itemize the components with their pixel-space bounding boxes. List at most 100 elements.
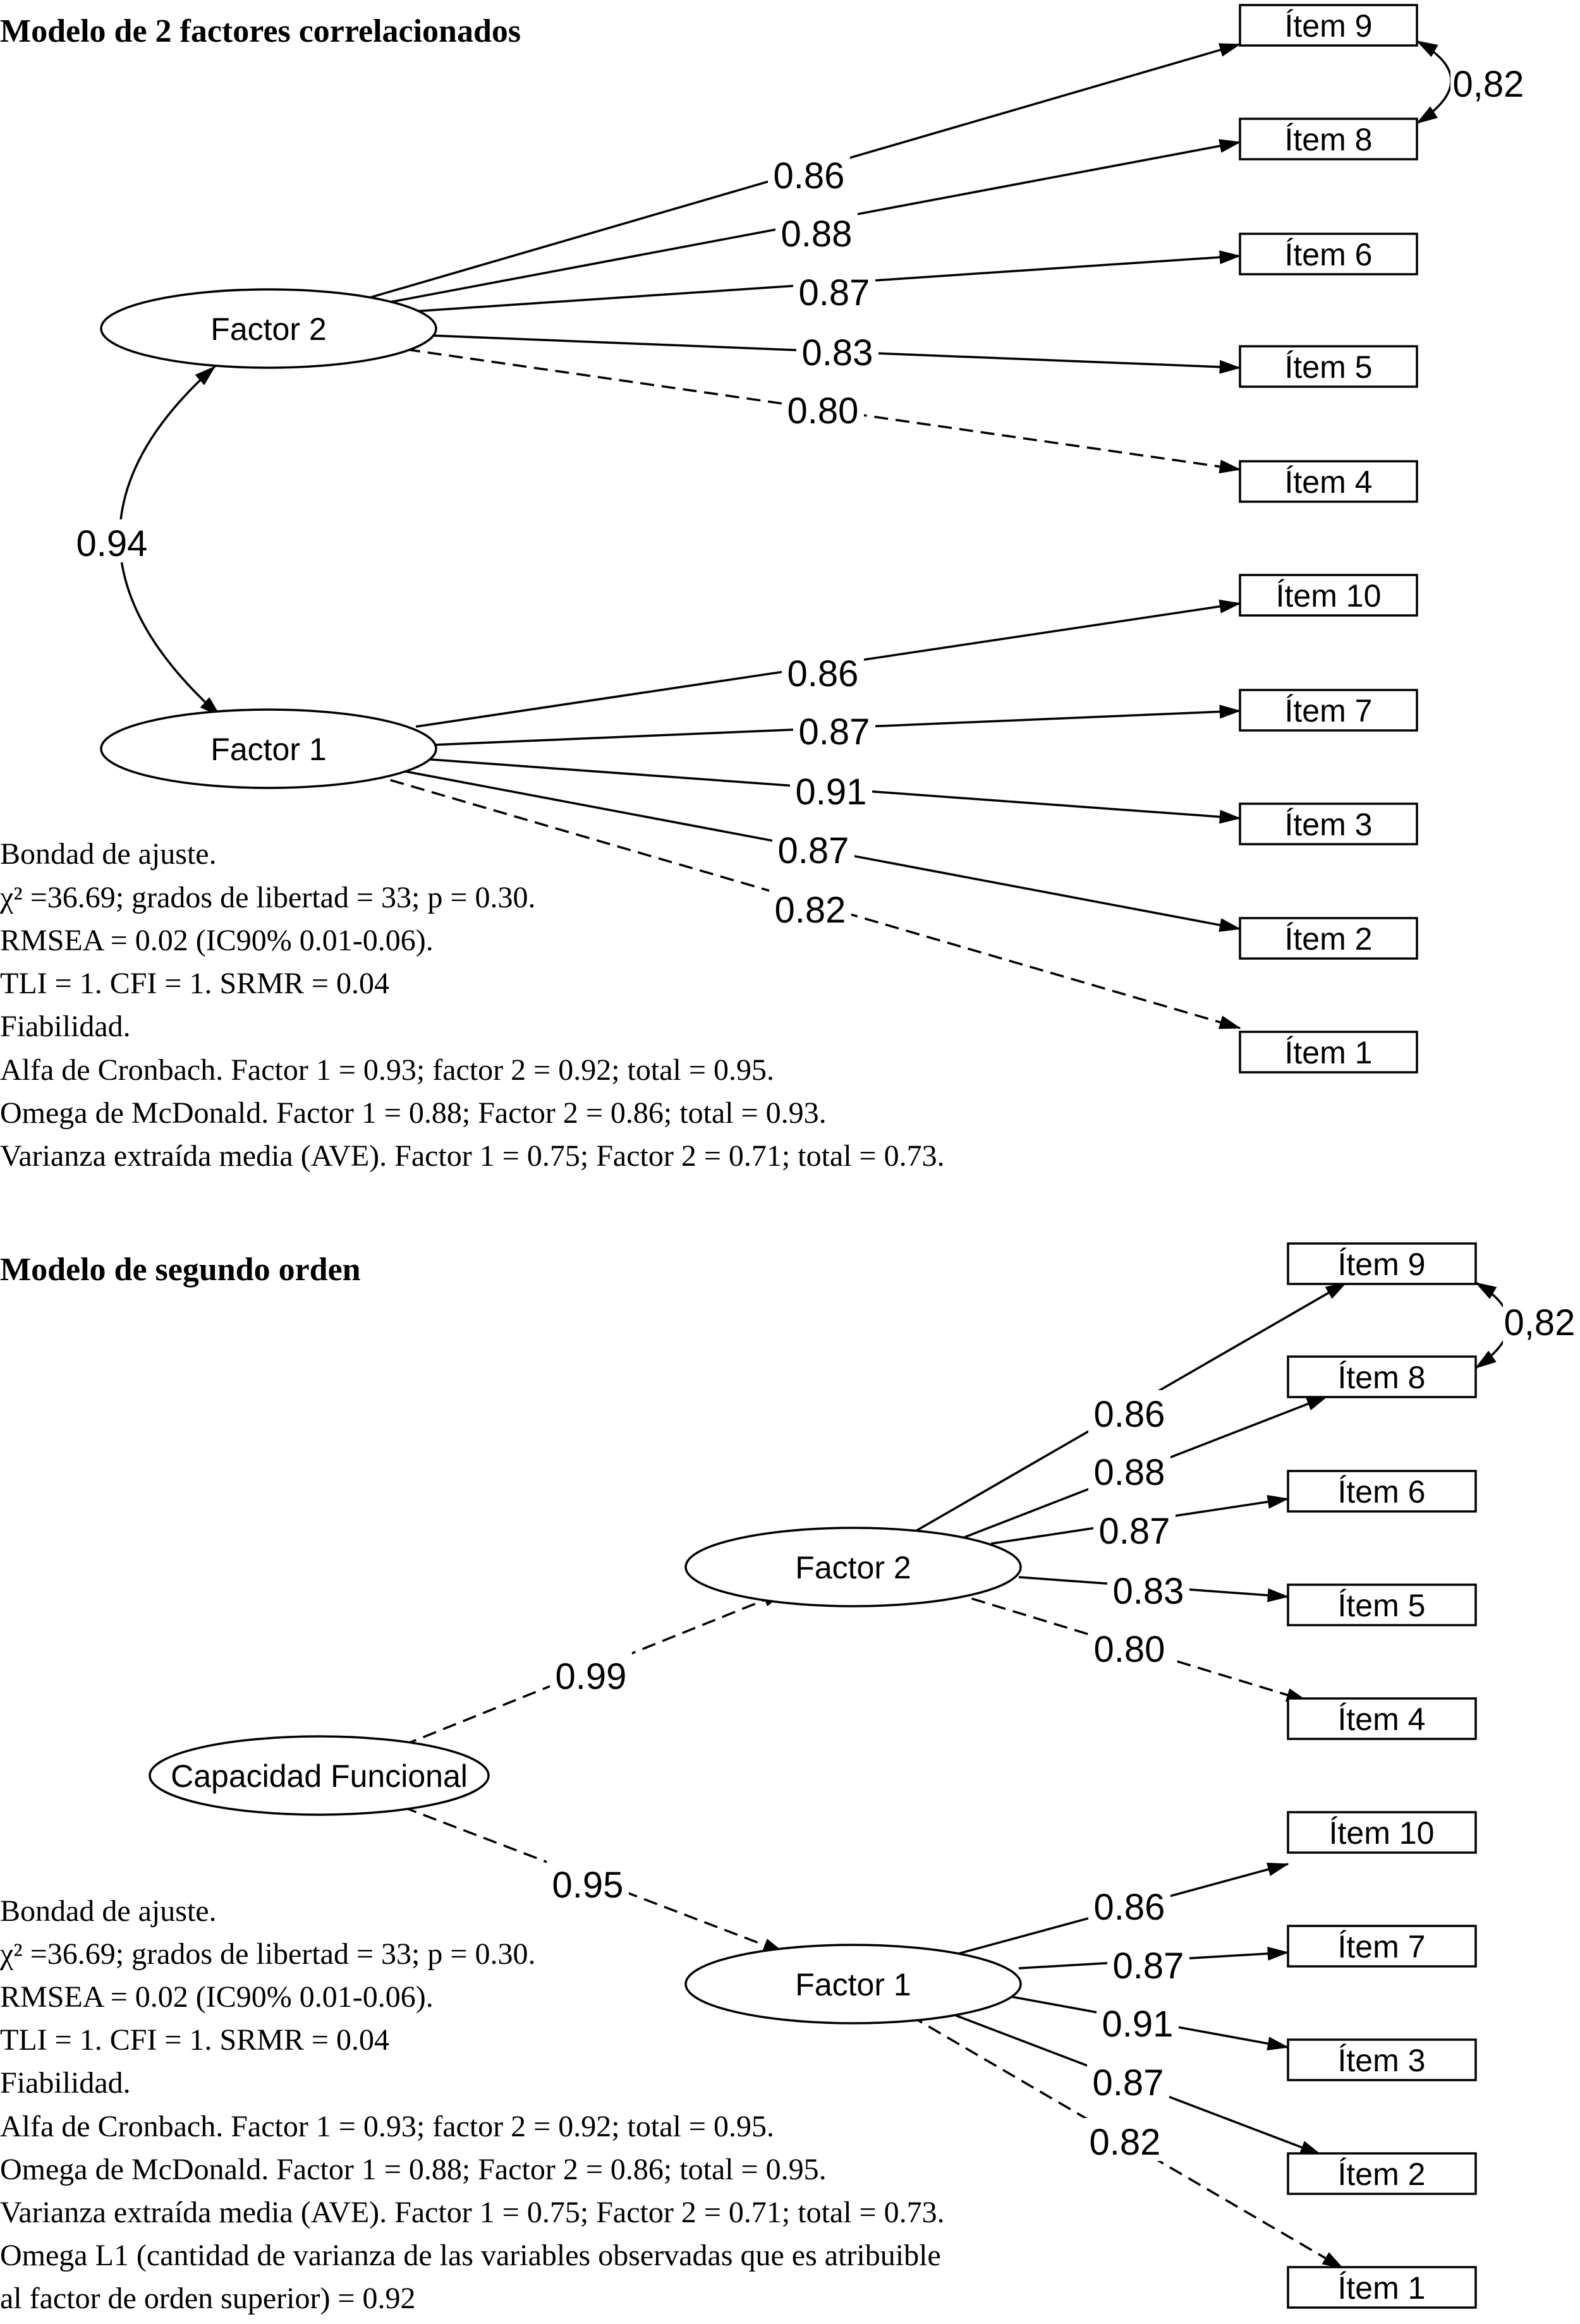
coefficient-label: 0.86 <box>1088 1883 1170 1928</box>
item-box: Ítem 9 <box>1287 1242 1477 1285</box>
loading-path-f1-item1 <box>909 2014 1344 2270</box>
svg-text:0.86: 0.86 <box>1094 1394 1165 1435</box>
svg-text:0.87: 0.87 <box>1113 1946 1184 1987</box>
coefficient-label: 0.87 <box>1093 1507 1176 1552</box>
item-box: Ítem 5 <box>1287 1583 1477 1626</box>
item-box: Ítem 1 <box>1239 1031 1418 1074</box>
coefficient-label: 0.82 <box>1084 2118 1166 2163</box>
coefficient-label: 0.87 <box>793 708 875 753</box>
svg-text:0.87: 0.87 <box>778 830 849 871</box>
item-label: Ítem 4 <box>1338 1702 1426 1737</box>
item-label: Ítem 9 <box>1285 8 1373 44</box>
coefficient-label: 0.86 <box>1088 1390 1170 1435</box>
coefficient-label: 0.83 <box>796 329 878 373</box>
svg-text:0.87: 0.87 <box>799 272 870 313</box>
item-label: Ítem 4 <box>1285 464 1373 500</box>
item-label: Ítem 6 <box>1338 1474 1426 1510</box>
item-box: Ítem 7 <box>1239 689 1418 732</box>
item-label: Ítem 8 <box>1285 122 1373 157</box>
item-label: Ítem 8 <box>1338 1360 1426 1395</box>
svg-text:0.87: 0.87 <box>799 711 870 753</box>
residual-correlation-label: 0,82 <box>1503 1302 1579 1346</box>
item-label: Ítem 10 <box>1276 578 1382 614</box>
residual-correlation-label: 0,82 <box>1450 63 1526 106</box>
factor-1-label: Factor 1 <box>210 732 326 767</box>
higher-factor-label: Capacidad Funcional <box>171 1758 468 1794</box>
item-box: Ítem 6 <box>1239 233 1418 275</box>
svg-text:0.80: 0.80 <box>1094 1629 1165 1670</box>
item-label: Ítem 5 <box>1285 349 1373 385</box>
loading-path-f2-item4 <box>951 1591 1308 1702</box>
item-box: Ítem 4 <box>1239 460 1418 503</box>
item-box: Ítem 7 <box>1287 1925 1477 1968</box>
svg-text:0.83: 0.83 <box>802 332 873 373</box>
coefficient-label: 0.83 <box>1107 1567 1189 1612</box>
item-box: Ítem 1 <box>1287 2266 1477 2309</box>
item-box: Ítem 6 <box>1287 1470 1477 1513</box>
item-box: Ítem 8 <box>1287 1355 1477 1398</box>
item-box: Ítem 3 <box>1287 2038 1477 2081</box>
item-label: Ítem 10 <box>1329 1815 1435 1851</box>
svg-text:0,82: 0,82 <box>1504 1302 1576 1343</box>
item-label: Ítem 6 <box>1285 237 1373 272</box>
svg-text:0,82: 0,82 <box>1453 64 1524 105</box>
coefficient-label: 0.95 <box>547 1861 629 1906</box>
section-title: Modelo de 2 factores correlacionados <box>0 13 521 49</box>
svg-text:0.88: 0.88 <box>781 214 853 255</box>
item-label: Ítem 5 <box>1338 1588 1426 1623</box>
svg-text:0.86: 0.86 <box>774 155 845 197</box>
coefficient-label: 0.88 <box>1088 1448 1170 1493</box>
factor-2-node: Factor 2 <box>100 288 437 369</box>
section-correlated-factors: Modelo de 2 factores correlacionados Fac… <box>0 4 1526 1173</box>
factor-2-label: Factor 2 <box>795 1550 911 1585</box>
item-label: Ítem 3 <box>1338 2043 1426 2078</box>
coefficient-label: 0.91 <box>1097 2000 1179 2045</box>
svg-text:0.87: 0.87 <box>1093 2062 1164 2103</box>
item-label: Ítem 3 <box>1285 807 1373 842</box>
item-box: Ítem 2 <box>1239 917 1418 960</box>
fit-indices: Bondad de ajuste. χ² =36.69; grados de l… <box>0 1894 952 2315</box>
item-label: Ítem 2 <box>1338 2157 1426 2192</box>
section-second-order: Modelo de segundo orden Capacidad Funcio… <box>0 1242 1579 2315</box>
svg-text:0.86: 0.86 <box>1094 1887 1165 1928</box>
item-label: Ítem 2 <box>1285 921 1373 957</box>
coefficient-label: 0.82 <box>769 886 851 931</box>
factor-correlation-label: 0.94 <box>71 519 153 564</box>
item-label: Ítem 1 <box>1285 1035 1373 1070</box>
factor-2-label: Factor 2 <box>210 312 326 347</box>
svg-text:0.82: 0.82 <box>775 890 846 931</box>
coefficient-label: 0.88 <box>775 210 858 255</box>
svg-text:0.86: 0.86 <box>787 653 859 694</box>
svg-text:0.94: 0.94 <box>76 523 148 564</box>
higher-factor-node: Capacidad Funcional <box>149 1735 490 1816</box>
item-box: Ítem 2 <box>1287 2152 1477 2195</box>
coefficient-label: 0.87 <box>1107 1942 1189 1987</box>
item-label: Ítem 7 <box>1285 693 1373 729</box>
coefficient-label: 0.87 <box>772 826 854 871</box>
item-label: Ítem 9 <box>1338 1247 1426 1282</box>
item-box: Ítem 4 <box>1287 1697 1477 1740</box>
factor-1-label: Factor 1 <box>795 1967 911 2002</box>
item-box: Ítem 3 <box>1239 802 1418 845</box>
coefficient-label: 0.91 <box>790 768 872 813</box>
svg-text:0.87: 0.87 <box>1099 1511 1170 1552</box>
residual-correlation-path <box>1416 40 1452 124</box>
item-label: Ítem 7 <box>1338 1929 1426 1964</box>
coefficient-label: 0.87 <box>793 269 875 313</box>
item-box: Ítem 10 <box>1239 574 1418 617</box>
coefficient-label: 0.87 <box>1087 2059 1169 2103</box>
svg-text:0.99: 0.99 <box>556 1656 627 1697</box>
coefficient-label: 0.99 <box>550 1652 632 1697</box>
section-title: Modelo de segundo orden <box>0 1252 361 1288</box>
factor-1-node: Factor 1 <box>684 1944 1022 2024</box>
item-label: Ítem 1 <box>1338 2270 1426 2306</box>
coefficient-label: 0.80 <box>782 387 864 432</box>
factor-1-node: Factor 1 <box>100 708 437 789</box>
item-box: Ítem 8 <box>1239 118 1418 160</box>
item-box: Ítem 9 <box>1239 4 1418 47</box>
item-box: Ítem 10 <box>1287 1811 1477 1854</box>
svg-text:0.83: 0.83 <box>1113 1571 1184 1612</box>
fit-indices: Bondad de ajuste. χ² =36.69; grados de l… <box>0 837 945 1173</box>
coefficient-label: 0.86 <box>782 650 864 694</box>
